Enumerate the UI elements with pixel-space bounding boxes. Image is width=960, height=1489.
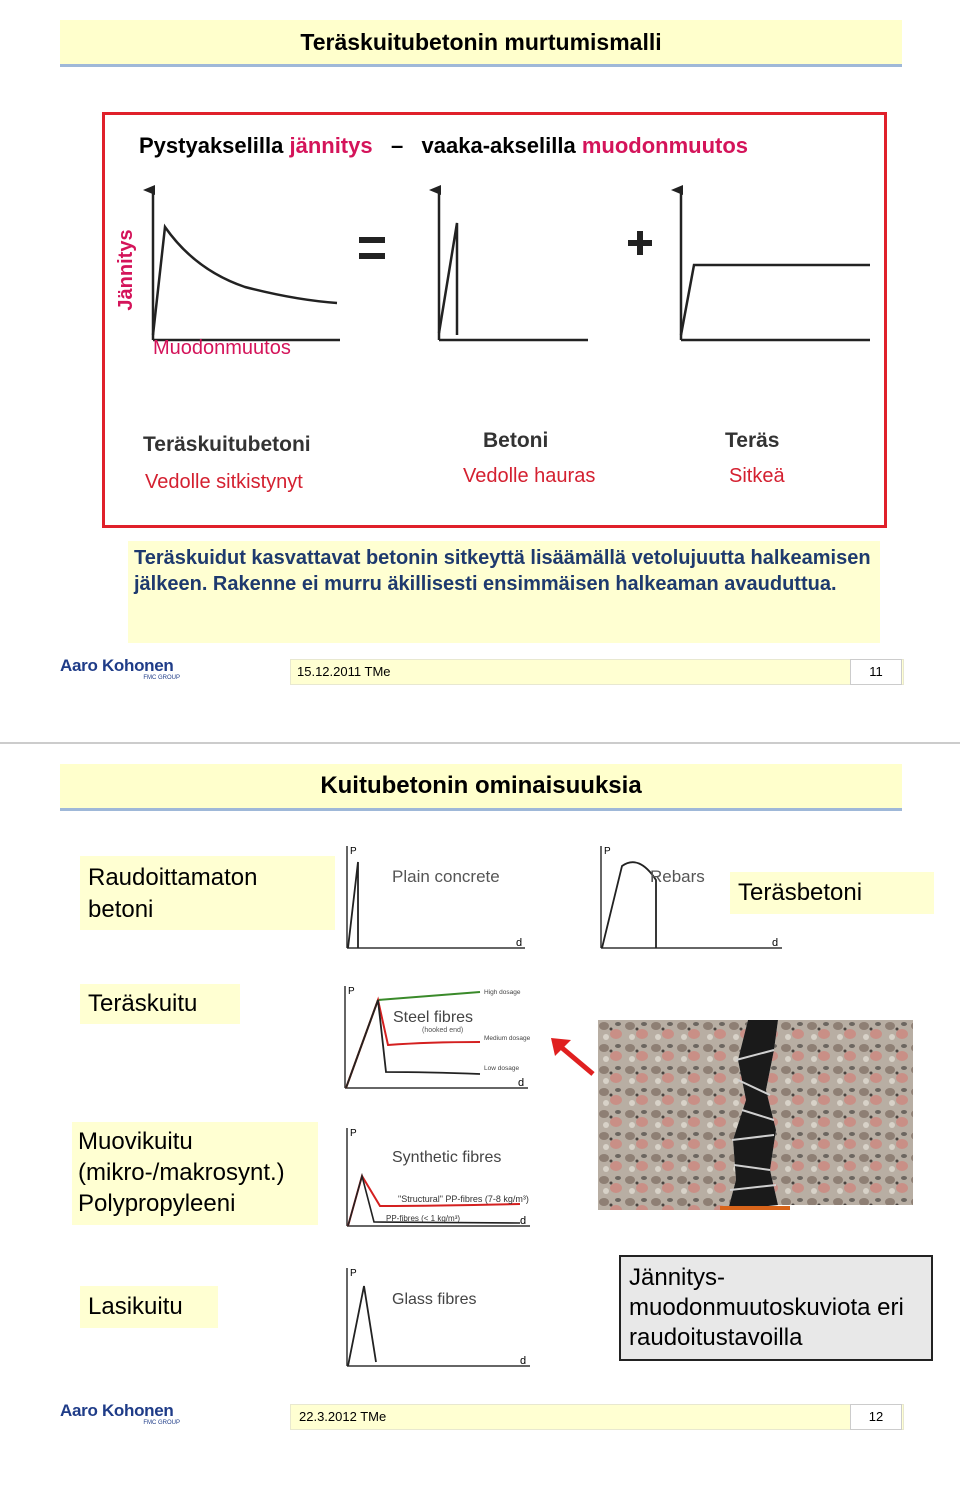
svg-text:PP-fibres (< 1 kg/m³): PP-fibres (< 1 kg/m³): [386, 1214, 460, 1223]
model-diagram-frame: Pystyakselilla jännitys – vaaka-akselill…: [102, 112, 887, 528]
page-number-2: 12: [850, 1404, 902, 1430]
x-axis-label: Muodonmuutos: [153, 337, 291, 360]
label-reinforced-concrete: Teräsbetoni: [730, 872, 934, 914]
plus-icon: [628, 231, 652, 255]
cracked-concrete-photo: [598, 1020, 913, 1210]
svg-text:d: d: [516, 937, 522, 949]
arrow-icon: [545, 1032, 597, 1078]
label-unreinforced-concrete: Raudoittamaton betoni: [80, 856, 335, 930]
material-label-steel-fibre-concrete: Teräskuitubetoni: [143, 433, 311, 457]
svg-text:Low dosage: Low dosage: [484, 1065, 519, 1072]
svg-text:P: P: [348, 986, 355, 997]
slide-1-title: Teräskuitubetonin murtumismalli: [60, 20, 902, 67]
company-logo: Aaro Kohonen FMC GROUP: [60, 657, 180, 685]
svg-text:P: P: [604, 846, 611, 857]
slide-2: Kuitubetonin ominaisuuksia Raudoittamato…: [0, 744, 960, 1489]
svg-text:Synthetic fibres: Synthetic fibres: [392, 1149, 501, 1166]
steel-fibres-chart: P d High dosage Medium dosage Low dosage…: [338, 980, 533, 1095]
fracture-model-graphs: [105, 175, 884, 405]
steel-curve: [681, 190, 870, 340]
svg-text:Rebars: Rebars: [650, 867, 705, 886]
svg-text:d: d: [520, 1355, 526, 1367]
company-logo-2: Aaro Kohonen FMC GROUP: [60, 1402, 180, 1430]
glass-fibres-chart: P d Glass fibres: [340, 1262, 535, 1372]
equals-icon: [359, 237, 385, 259]
svg-text:d: d: [520, 1215, 526, 1227]
label-plastic-fibre: Muovikuitu (mikro-/makrosynt.) Polypropy…: [72, 1122, 318, 1225]
material-label-concrete: Betoni: [483, 429, 548, 453]
svg-text:P: P: [350, 1268, 357, 1279]
svg-text:Plain concrete: Plain concrete: [392, 867, 500, 886]
svg-text:d: d: [772, 937, 778, 949]
footer-bar-2: 22.3.2012 TMe: [290, 1404, 904, 1430]
label-glass-fibre: Lasikuitu: [80, 1286, 218, 1328]
svg-text:Glass fibres: Glass fibres: [392, 1291, 476, 1308]
plain-concrete-chart: P d Plain concrete: [340, 840, 530, 955]
svg-text:Medium dosage: Medium dosage: [484, 1035, 531, 1042]
steel-fibre-concrete-curve: [153, 190, 340, 340]
concrete-curve: [439, 190, 588, 340]
svg-text:P: P: [350, 1128, 357, 1139]
svg-text:d: d: [518, 1077, 524, 1089]
svg-text:"Structural" PP-fibres (7-8 kg: "Structural" PP-fibres (7-8 kg/m³): [398, 1194, 529, 1204]
svg-text:(hooked end): (hooked end): [422, 1027, 463, 1034]
material-label-steel: Teräs: [725, 429, 779, 453]
label-steel-fibre: Teräskuitu: [80, 984, 240, 1024]
property-concrete: Vedolle hauras: [463, 465, 595, 488]
property-steel-fibre-concrete: Vedolle sitkistynyt: [145, 471, 303, 494]
slide-2-title: Kuitubetonin ominaisuuksia: [60, 764, 902, 811]
diagram-heading: Pystyakselilla jännitys – vaaka-akselill…: [139, 133, 859, 159]
slide-1: Teräskuitubetonin murtumismalli Pystyaks…: [0, 0, 960, 720]
footer-bar: 15.12.2011 TMe: [290, 659, 904, 685]
svg-text:High dosage: High dosage: [484, 989, 521, 996]
svg-text:P: P: [350, 846, 357, 857]
property-steel: Sitkeä: [729, 465, 785, 488]
caption-box: Jännitys-muodonmuutoskuviota eri raudoit…: [619, 1255, 933, 1361]
svg-text:Steel fibres: Steel fibres: [393, 1009, 473, 1026]
synthetic-fibres-chart: P d Synthetic fibres "Structural" PP-fib…: [340, 1122, 535, 1232]
description-box: Teräskuidut kasvattavat betonin sitkeytt…: [128, 541, 880, 643]
page-number: 11: [850, 659, 902, 685]
